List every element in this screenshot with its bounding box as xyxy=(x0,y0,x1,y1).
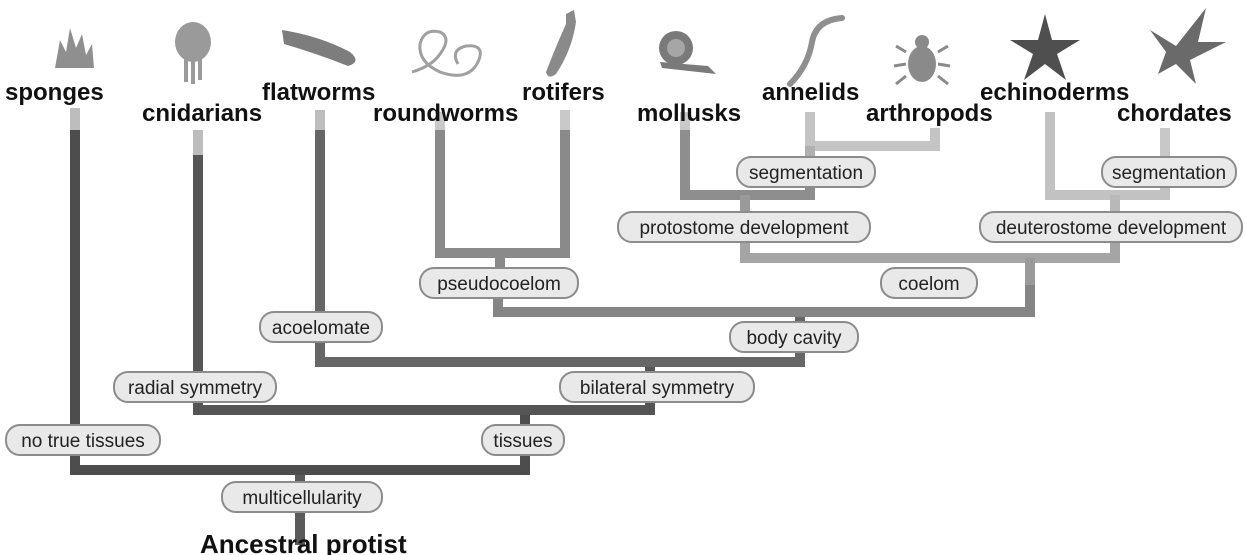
svg-text:tissues: tissues xyxy=(493,431,552,452)
trait-bilateral-symmetry: bilateral symmetry xyxy=(560,372,754,402)
svg-text:segmentation: segmentation xyxy=(1112,163,1226,184)
beetle-icon xyxy=(894,35,950,84)
trait-body-cavity: body cavity xyxy=(730,322,858,352)
trait-pseudocoelom: pseudocoelom xyxy=(420,268,578,298)
trait-deuterostome-development: deuterostome development xyxy=(980,212,1242,242)
taxon-annelids: annelids xyxy=(762,79,859,106)
flatworm-icon xyxy=(282,30,356,66)
trait-protostome-development: protostome development xyxy=(618,212,870,242)
starfish-icon xyxy=(1010,14,1080,80)
taxon-arthropods: arthropods xyxy=(866,100,993,127)
trait-no-true-tissues: no true tissues xyxy=(6,425,160,455)
svg-text:radial symmetry: radial symmetry xyxy=(128,378,263,399)
trait-acoelomate: acoelomate xyxy=(260,312,382,342)
taxon-chordates: chordates xyxy=(1117,100,1232,127)
trait-tissues: tissues xyxy=(482,425,564,455)
trait-coelom: coelom xyxy=(881,268,977,298)
svg-text:coelom: coelom xyxy=(898,274,959,295)
svg-text:protostome development: protostome development xyxy=(639,218,849,239)
svg-text:body cavity: body cavity xyxy=(746,328,842,349)
svg-text:segmentation: segmentation xyxy=(749,163,863,184)
rotifer-icon xyxy=(546,10,576,77)
taxon-mollusks: mollusks xyxy=(637,100,741,127)
taxon-roundworms: roundworms xyxy=(373,100,518,127)
taxon-echinoderms: echinoderms xyxy=(980,79,1129,106)
jellyfish-icon xyxy=(175,22,211,84)
bird-icon xyxy=(1150,8,1226,84)
taxon-cnidarians: cnidarians xyxy=(142,100,262,127)
branch-pseudocoelom-split xyxy=(440,130,565,253)
snail-icon xyxy=(659,31,716,74)
svg-text:bilateral symmetry: bilateral symmetry xyxy=(580,378,735,399)
earthworm-icon xyxy=(790,18,842,84)
taxon-rotifers: rotifers xyxy=(522,79,605,106)
svg-text:acoelomate: acoelomate xyxy=(272,318,370,339)
taxon-sponges: sponges xyxy=(5,79,104,106)
sponge-icon xyxy=(55,28,94,68)
root-label: Ancestral protist xyxy=(200,529,407,555)
branch-multicellularity-split xyxy=(75,130,525,470)
taxon-flatworms: flatworms xyxy=(262,79,375,106)
trait-segmentation-protostome: segmentation xyxy=(737,157,875,187)
svg-text:pseudocoelom: pseudocoelom xyxy=(437,274,561,295)
svg-text:no true tissues: no true tissues xyxy=(21,431,145,452)
roundworm-icon xyxy=(412,31,480,75)
branches xyxy=(75,108,1165,545)
trait-radial-symmetry: radial symmetry xyxy=(114,372,276,402)
trait-multicellularity: multicellularity xyxy=(222,482,382,512)
svg-text:deuterostome development: deuterostome development xyxy=(996,218,1227,239)
svg-text:multicellularity: multicellularity xyxy=(242,488,362,509)
trait-segmentation-deuterostome: segmentation xyxy=(1102,157,1236,187)
